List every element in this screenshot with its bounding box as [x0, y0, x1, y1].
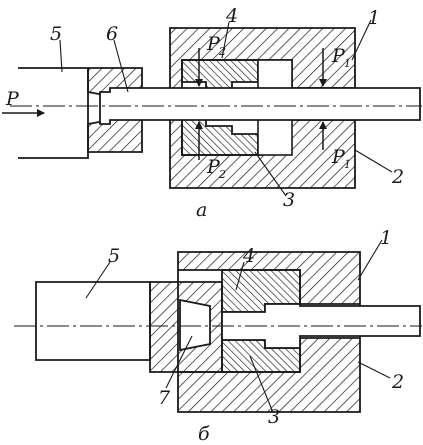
leader-7b — [165, 335, 193, 389]
leader-4a — [221, 21, 230, 59]
label-7-b: 7 — [158, 387, 171, 409]
caption-b: б — [198, 423, 210, 445]
leader-3b — [249, 355, 273, 411]
label-6-a: 6 — [106, 23, 118, 45]
label-p1-bottom-letter: P — [331, 146, 346, 168]
label-p1-bottom-sub: 1 — [344, 158, 351, 171]
caption-a: a — [196, 199, 207, 221]
die-holder-7 — [149, 281, 223, 373]
label-2-a: 2 — [391, 166, 404, 188]
label-4-a: 4 — [225, 5, 238, 27]
leader-2a — [354, 149, 393, 173]
die-part-4 — [181, 59, 259, 91]
punch-5-b — [35, 281, 151, 361]
label-3-b: 3 — [268, 406, 280, 428]
die-part-3 — [181, 117, 259, 156]
label-p2-top: P 2 — [206, 33, 226, 58]
leader-4b — [235, 261, 245, 291]
label-5-b: 5 — [108, 245, 120, 267]
label-2-b: 2 — [391, 371, 404, 393]
label-1-a: 1 — [368, 7, 380, 29]
leader-2b — [357, 361, 391, 379]
leader-1a — [351, 19, 372, 61]
leader-5a — [59, 39, 63, 73]
label-1-b: 1 — [380, 227, 392, 249]
label-p2-top-letter: P — [206, 33, 221, 55]
label-p2-bottom-letter: P — [206, 156, 221, 178]
drawing-a: 1 2 3 4 5 6 P P 2 P 2 P 1 P 1 a — [2, 5, 422, 221]
label-p2-top-sub: 2 — [218, 45, 226, 58]
label-p2-bottom-sub: 2 — [218, 168, 226, 181]
label-p2-bottom: P 2 — [206, 156, 226, 181]
label-3-a: 3 — [283, 189, 295, 211]
leader-3a — [254, 151, 287, 197]
label-p1-top: P 1 — [331, 45, 351, 70]
label-force-p-main: P — [5, 88, 20, 110]
label-5-a: 5 — [50, 23, 62, 45]
leader-1b — [357, 239, 383, 281]
leader-5b — [85, 261, 111, 299]
label-p1-top-sub: 1 — [344, 57, 351, 70]
drawing-b: 1 2 3 4 5 7 б — [14, 227, 422, 445]
label-p1-top-letter: P — [331, 45, 346, 67]
leader-6a — [113, 39, 129, 93]
punch-5 — [18, 67, 89, 159]
label-4-b: 4 — [242, 245, 255, 267]
label-p1-bottom: P 1 — [331, 146, 351, 171]
